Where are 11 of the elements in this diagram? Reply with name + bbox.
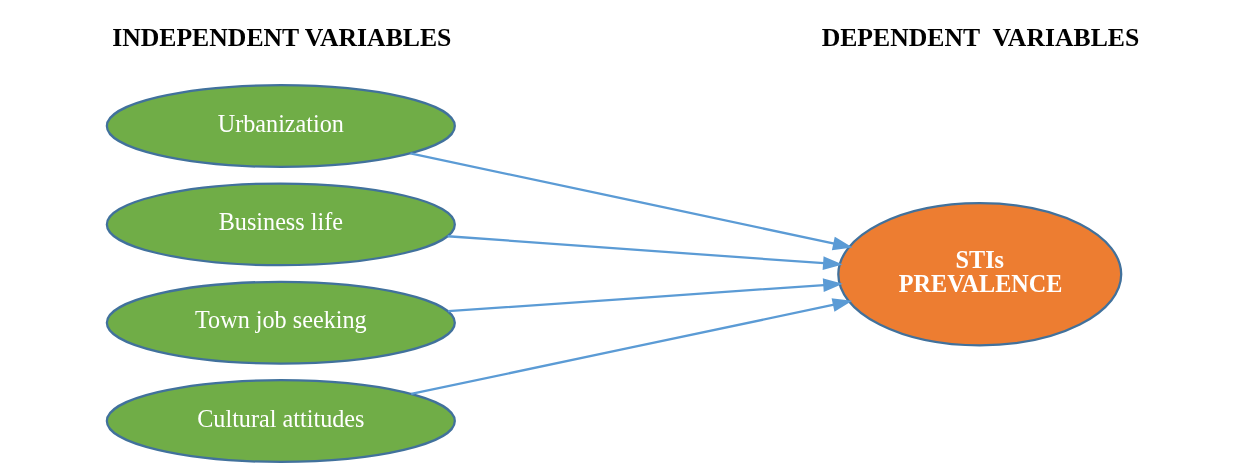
arrow — [447, 278, 843, 313]
label: DEPENDENT VARIABLES — [821, 23, 1139, 53]
label: INDEPENDENT VARIABLES — [111, 23, 451, 53]
arrow — [410, 298, 852, 395]
node-ellipse: Town job seeking — [105, 280, 456, 365]
arrow — [409, 152, 853, 251]
arrow — [447, 235, 843, 271]
node-ellipse: Business life — [105, 182, 456, 267]
node-ellipse: Cultural attitudes — [105, 379, 456, 464]
node-ellipse: STIs PREVALENCE — [836, 202, 1122, 347]
node-ellipse: Urbanization — [105, 84, 456, 169]
